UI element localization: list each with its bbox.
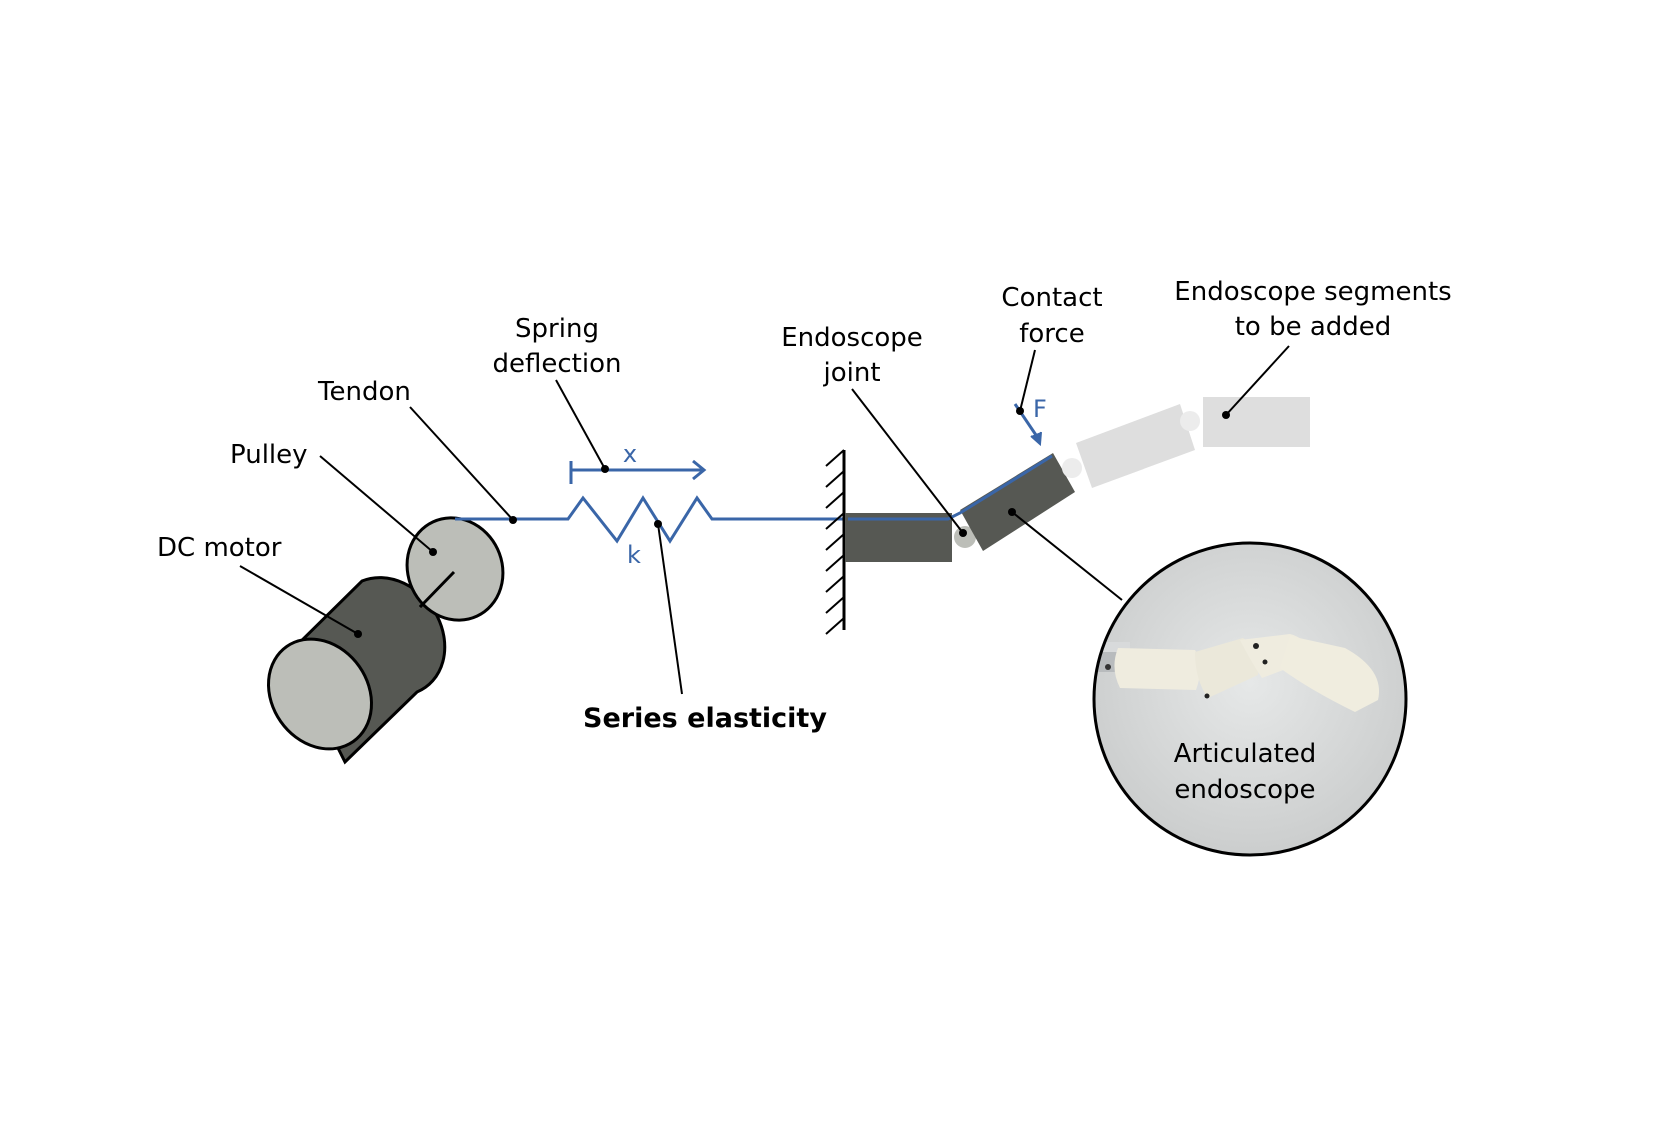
dc-motor bbox=[266, 576, 447, 765]
fixed-ground bbox=[825, 449, 846, 635]
label-endoscope-joint-line1: Endoscope bbox=[781, 323, 923, 353]
force-symbol: F bbox=[1033, 395, 1047, 423]
ghost-joint-2 bbox=[1180, 411, 1200, 431]
label-articulated-endoscope-line1: Articulated bbox=[1174, 739, 1317, 769]
label-articulated-endoscope-line2: endoscope bbox=[1174, 775, 1315, 805]
inset-border bbox=[1092, 541, 1408, 857]
pulley-shaft bbox=[418, 570, 456, 609]
label-contact-force-line2: force bbox=[1019, 319, 1084, 349]
label-pulley: Pulley bbox=[230, 440, 308, 470]
ghost-joint-1 bbox=[1062, 458, 1082, 478]
endoscope-photo-inset bbox=[1092, 541, 1408, 857]
label-dc-motor: DC motor bbox=[157, 533, 282, 563]
ghost-segment-1 bbox=[1076, 404, 1195, 488]
label-spring-deflection-line1: Spring bbox=[515, 314, 599, 344]
label-series-elasticity: Series elasticity bbox=[583, 703, 827, 734]
label-segments-to-add-line2: to be added bbox=[1235, 312, 1392, 342]
tendon-on-segments bbox=[848, 454, 1053, 521]
label-contact-force-line1: Contact bbox=[1001, 283, 1102, 313]
label-spring-deflection-line2: deflection bbox=[493, 349, 622, 379]
label-segments-to-add-line1: Endoscope segments bbox=[1174, 277, 1451, 307]
motor-end-cap bbox=[266, 637, 374, 751]
label-endoscope-joint-line2: joint bbox=[822, 358, 880, 388]
deflection-symbol: x bbox=[623, 440, 637, 468]
label-tendon: Tendon bbox=[317, 377, 411, 407]
rotated-segment bbox=[960, 453, 1075, 551]
deflection-arrow bbox=[569, 459, 707, 484]
tendon-line bbox=[455, 495, 848, 544]
endoscope-photo bbox=[1094, 634, 1380, 712]
leader-lines bbox=[239, 345, 1290, 695]
ghost-segment-2 bbox=[1203, 397, 1310, 447]
base-segment bbox=[845, 513, 952, 562]
stiffness-symbol: k bbox=[627, 541, 641, 569]
